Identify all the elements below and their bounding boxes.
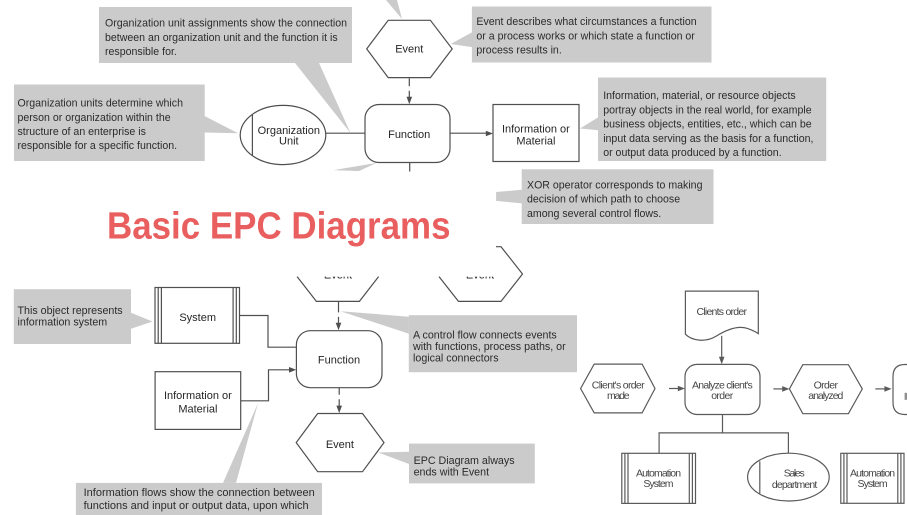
svg-text:XOR operator corresponds to ma: XOR operator corresponds to making — [527, 180, 703, 192]
svg-text:input data serving as the basi: input data serving as the basis for a fu… — [603, 133, 813, 145]
svg-text:System: System — [858, 478, 888, 490]
svg-text:This object represents: This object represents — [18, 305, 123, 317]
svg-text:Automation: Automation — [850, 467, 895, 479]
svg-text:Information, material, or reso: Information, material, or resource objec… — [603, 90, 796, 102]
svg-text:Order: Order — [814, 380, 839, 392]
svg-text:responsible for.: responsible for. — [105, 46, 177, 58]
svg-text:business objects, entities, et: business objects, entities, etc., which … — [603, 119, 812, 131]
svg-text:Event describes what circumsta: Event describes what circumstances a fun… — [476, 16, 696, 28]
svg-text:among several control flows.: among several control flows. — [527, 208, 661, 220]
svg-text:Automation: Automation — [636, 467, 681, 479]
svg-text:Organization units determine w: Organization units determine which — [18, 98, 184, 110]
svg-text:Sales: Sales — [784, 467, 805, 479]
svg-text:Information or: Information or — [164, 390, 232, 402]
svg-text:functions and input or output: functions and input or output data, upon… — [84, 500, 309, 512]
svg-text:System: System — [643, 478, 673, 490]
svg-text:Event: Event — [395, 43, 423, 55]
svg-text:ends with Event: ends with Event — [414, 466, 489, 478]
svg-text:between an organization unit a: between an organization unit and the fun… — [105, 32, 338, 44]
svg-text:Analyze client's: Analyze client's — [692, 379, 753, 391]
svg-text:made: made — [607, 390, 630, 402]
svg-text:with functions, process paths,: with functions, process paths, or — [412, 341, 566, 353]
svg-text:logical connectors: logical connectors — [413, 353, 499, 365]
svg-text:portray objects in the real wo: portray objects in the real world, for e… — [603, 104, 812, 116]
svg-text:Event: Event — [466, 269, 494, 281]
svg-text:department: department — [772, 479, 817, 491]
svg-text:decision of which path to choo: decision of which path to choose — [527, 194, 680, 206]
svg-text:or output data produced by a f: or output data produced by a function. — [603, 147, 781, 159]
svg-text:or a process works or which st: or a process works or which state a func… — [476, 30, 695, 42]
svg-text:person or organization within: person or organization within the — [18, 112, 171, 124]
svg-text:Clients order: Clients order — [696, 306, 747, 318]
svg-text:Material: Material — [178, 403, 217, 415]
svg-text:responsible for a specific fun: responsible for a specific function. — [18, 140, 178, 152]
svg-text:Organization: Organization — [258, 125, 320, 137]
svg-text:Function: Function — [388, 129, 430, 141]
svg-text:Material: Material — [516, 135, 555, 147]
svg-text:Unit: Unit — [279, 136, 299, 148]
svg-text:A control flow connects events: A control flow connects events — [413, 329, 557, 341]
svg-text:EPC Diagram always: EPC Diagram always — [414, 455, 515, 467]
svg-text:Function: Function — [318, 354, 360, 366]
svg-text:analyzed: analyzed — [808, 390, 843, 402]
svg-text:Information flows show the con: Information flows show the connection be… — [84, 487, 315, 499]
svg-text:Event: Event — [324, 269, 352, 281]
svg-text:order: order — [711, 390, 734, 402]
svg-text:System: System — [179, 312, 216, 324]
svg-text:Client's order: Client's order — [592, 379, 645, 391]
svg-text:Organization unit assignments: Organization unit assignments show the c… — [105, 18, 347, 30]
svg-text:Basic EPC Diagrams: Basic EPC Diagrams — [107, 206, 451, 248]
svg-text:process results in.: process results in. — [476, 45, 561, 57]
svg-text:structure of an enterprise is: structure of an enterprise is — [18, 126, 146, 138]
svg-text:Event: Event — [326, 439, 354, 451]
svg-text:Information or: Information or — [502, 124, 570, 136]
svg-text:information system: information system — [18, 317, 108, 329]
